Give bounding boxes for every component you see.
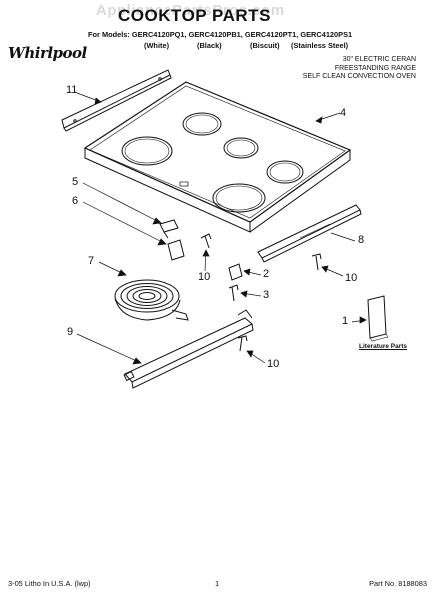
burner-right-outline xyxy=(266,160,304,184)
models-line: For Models: GERC4120PQ1, GERC4120PB1, GE… xyxy=(88,30,353,39)
page-title: COOKTOP PARTS xyxy=(118,6,271,25)
callout-6: 6 xyxy=(72,195,79,207)
part-1-literature xyxy=(367,295,389,342)
part-7-surface-element xyxy=(114,279,189,321)
callout-10-a: 10 xyxy=(198,271,211,283)
color-stainless: (Stainless Steel) xyxy=(291,41,349,50)
callout-8: 8 xyxy=(358,234,365,246)
callout-10-c: 10 xyxy=(267,358,280,370)
burner-front-right-outline xyxy=(212,183,266,213)
burner-center-outline xyxy=(223,137,259,159)
footer-part-number: Part No. 8188083 xyxy=(369,579,427,588)
callout-11: 11 xyxy=(66,84,78,96)
footer-page-number: 1 xyxy=(215,579,220,588)
description-line-3: SELF CLEAN CONVECTION OVEN xyxy=(302,73,416,81)
part-2-terminal-block xyxy=(228,263,243,281)
part-4-cooktop xyxy=(83,81,352,233)
literature-parts-label: Literature Parts xyxy=(359,343,408,350)
burner-front-left-outline xyxy=(121,136,173,166)
part-8-front-bracket xyxy=(257,204,362,263)
part-10-screw-c xyxy=(237,335,248,352)
part-10-screw-b xyxy=(311,253,322,271)
callout-5: 5 xyxy=(72,176,79,188)
part-3-screw xyxy=(228,284,239,302)
color-black: (Black) xyxy=(197,41,222,50)
color-biscuit: (Biscuit) xyxy=(250,41,280,50)
callout-1: 1 xyxy=(342,315,349,327)
brand-logo: Whirlpool xyxy=(8,44,87,62)
callout-9: 9 xyxy=(67,326,74,338)
callout-7: 7 xyxy=(88,255,95,267)
footer-litho: 3-05 Litho In U.S.A. (lwp) xyxy=(8,579,91,588)
callout-4: 4 xyxy=(340,107,347,119)
watermark: AppliancePartsPros.com xyxy=(96,2,285,19)
burner-rear-left-outline xyxy=(182,112,222,136)
description-line-2: FREESTANDING RANGE xyxy=(334,64,416,72)
callout-3: 3 xyxy=(263,289,270,301)
color-white: (White) xyxy=(144,41,170,50)
part-10-screw-a xyxy=(200,233,212,249)
part-11-rear-trim xyxy=(61,69,172,132)
part-9-support-rail xyxy=(123,309,254,389)
description-line-1: 30" ELECTRIC CERAN xyxy=(342,56,416,63)
part-5-clip xyxy=(159,219,179,239)
callout-2: 2 xyxy=(263,268,270,280)
callout-10-b: 10 xyxy=(345,272,358,284)
product-description: 30" ELECTRIC CERAN FREESTANDING RANGE SE… xyxy=(276,56,416,82)
part-6-bracket xyxy=(167,239,185,261)
